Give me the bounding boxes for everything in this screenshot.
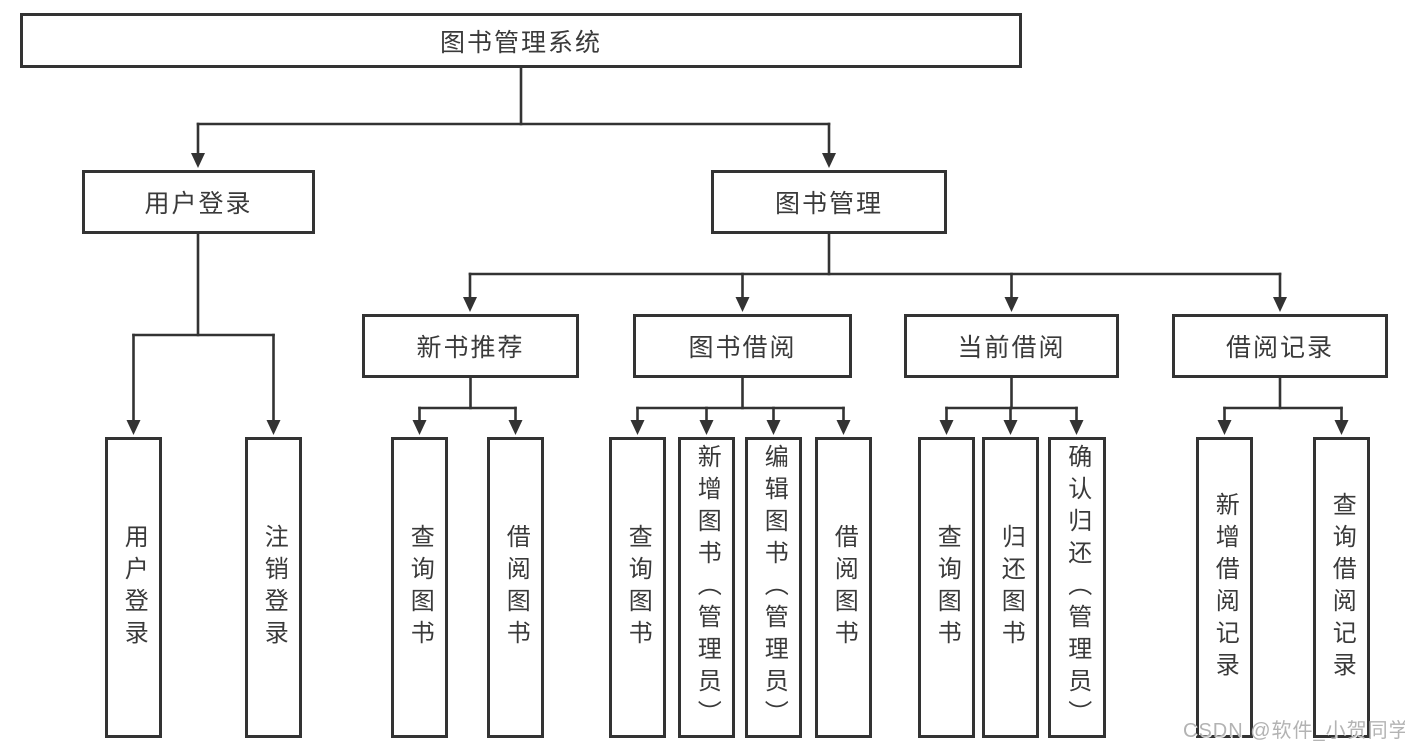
node-user-login-label: 用户登录 (144, 190, 253, 218)
node-borrow-records: 借阅记录 (1172, 314, 1388, 378)
node-root: 图书管理系统 (20, 13, 1022, 68)
node-book-borrow-label: 图书借阅 (688, 334, 797, 362)
leaf-user-login-label: 用户登录 (120, 523, 148, 652)
leaf-confirm-return-admin: 确认归还（管理员） (1048, 437, 1106, 738)
node-root-label: 图书管理系统 (439, 28, 602, 57)
leaf-borrow-query-books-label: 查询图书 (624, 523, 652, 652)
leaf-current-query-books-label: 查询图书 (933, 523, 961, 652)
node-borrow-records-label: 借阅记录 (1225, 334, 1334, 362)
leaf-recommend-query-books: 查询图书 (391, 437, 448, 738)
leaf-borrow-books: 借阅图书 (815, 437, 872, 738)
leaf-user-login: 用户登录 (105, 437, 162, 738)
csdn-watermark: CSDN @软件_小贺同学 (1183, 720, 1405, 742)
leaf-recommend-borrow-books: 借阅图书 (487, 437, 544, 738)
leaf-logout-label: 注销登录 (260, 523, 288, 652)
leaf-add-borrow-record-label: 新增借阅记录 (1211, 491, 1239, 684)
node-book-borrow: 图书借阅 (633, 314, 852, 378)
leaf-recommend-query-books-label: 查询图书 (406, 523, 434, 652)
node-new-book-recommend-label: 新书推荐 (416, 334, 525, 362)
leaf-query-borrow-record-label: 查询借阅记录 (1328, 491, 1356, 684)
node-book-mgmt: 图书管理 (711, 170, 947, 234)
leaf-borrow-query-books: 查询图书 (609, 437, 666, 738)
node-current-borrow-label: 当前借阅 (957, 334, 1066, 362)
leaf-confirm-return-admin-label: 确认归还（管理员） (1063, 443, 1091, 732)
node-user-login: 用户登录 (82, 170, 315, 234)
node-current-borrow: 当前借阅 (904, 314, 1119, 378)
leaf-query-borrow-record: 查询借阅记录 (1313, 437, 1370, 738)
node-book-mgmt-label: 图书管理 (774, 190, 883, 218)
leaf-recommend-borrow-books-label: 借阅图书 (502, 523, 530, 652)
leaf-current-query-books: 查询图书 (918, 437, 975, 738)
leaf-edit-books-admin-label: 编辑图书（管理员） (760, 443, 788, 732)
leaf-logout: 注销登录 (245, 437, 302, 738)
node-new-book-recommend: 新书推荐 (362, 314, 579, 378)
leaf-return-books-label: 归还图书 (997, 523, 1025, 652)
leaf-return-books: 归还图书 (982, 437, 1039, 738)
leaf-add-books-admin: 新增图书（管理员） (678, 437, 735, 738)
leaf-borrow-books-label: 借阅图书 (830, 523, 858, 652)
leaf-edit-books-admin: 编辑图书（管理员） (745, 437, 802, 738)
leaf-add-books-admin-label: 新增图书（管理员） (693, 443, 721, 732)
leaf-add-borrow-record: 新增借阅记录 (1196, 437, 1253, 738)
